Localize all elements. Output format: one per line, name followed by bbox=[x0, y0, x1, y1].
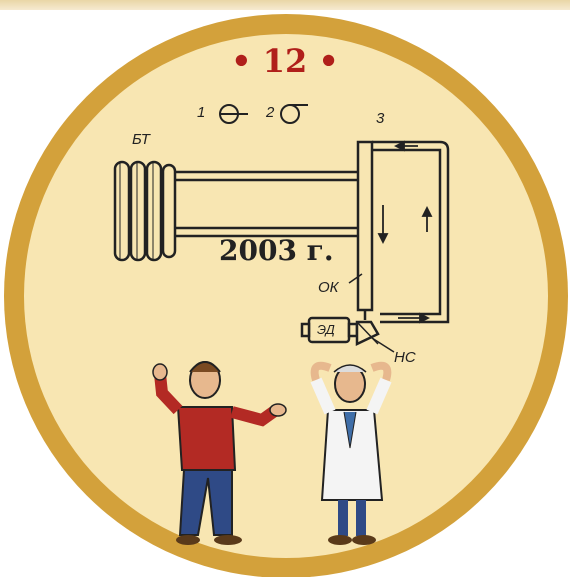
year-label: 2003 г. bbox=[219, 234, 334, 267]
pipes bbox=[175, 170, 358, 238]
label-2: 2 bbox=[266, 104, 275, 121]
label-bt: БТ bbox=[132, 131, 150, 148]
label-ed: ЭД bbox=[317, 322, 335, 337]
top-strip bbox=[0, 0, 570, 10]
symbols bbox=[219, 104, 308, 124]
label-ns: НС bbox=[394, 349, 416, 366]
label-3: 3 bbox=[376, 110, 385, 127]
label-1: 1 bbox=[197, 104, 206, 121]
label-ok: ОК bbox=[318, 279, 339, 296]
pump-motor bbox=[300, 273, 395, 353]
column-3 bbox=[356, 140, 450, 324]
flow-arrows bbox=[377, 140, 433, 324]
medal-number: • 12 • bbox=[231, 42, 339, 80]
medal-disc bbox=[24, 34, 548, 558]
scientist-figure bbox=[310, 361, 392, 545]
battery-icon bbox=[113, 160, 177, 262]
man-left-figure bbox=[152, 361, 287, 545]
